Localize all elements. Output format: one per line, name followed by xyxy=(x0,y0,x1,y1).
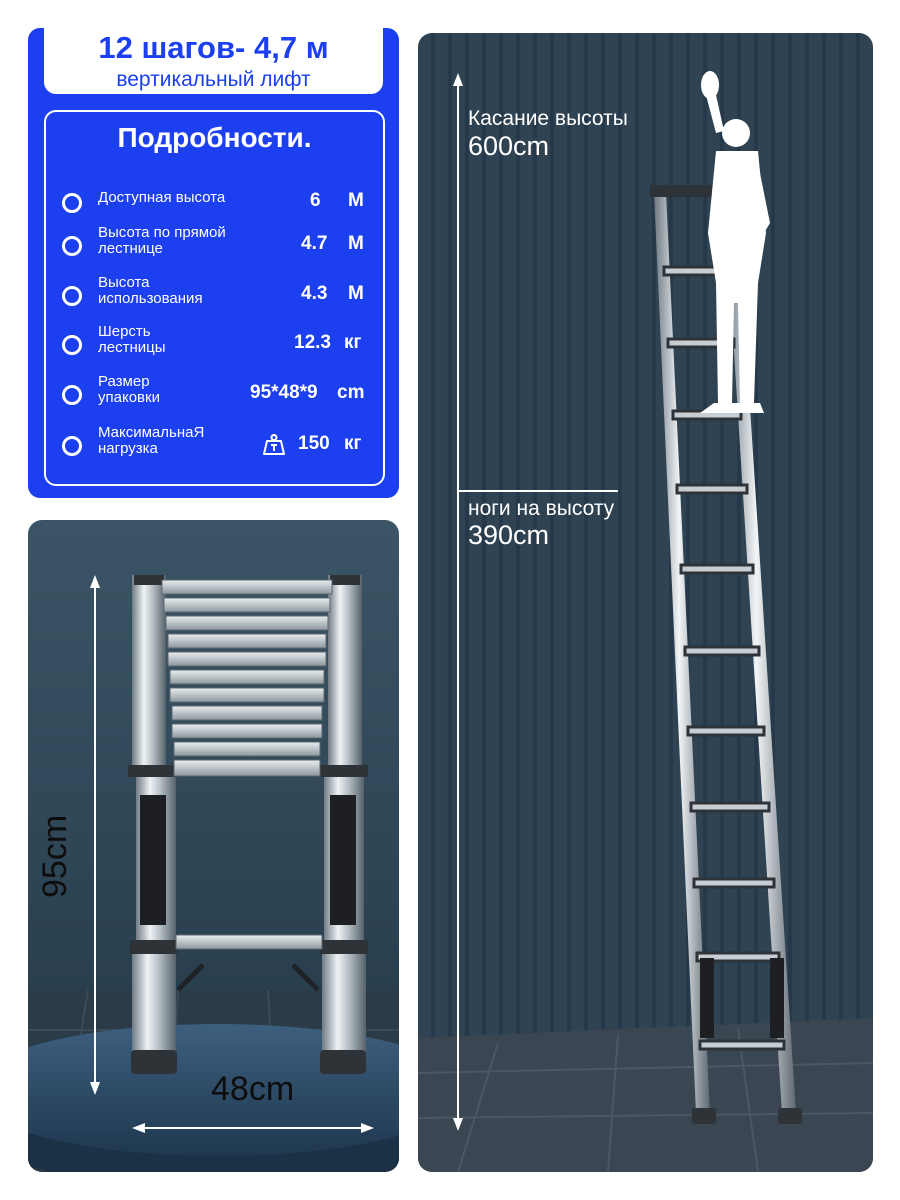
spec-card: 12 шагов- 4,7 м вертикальный лифт Подроб… xyxy=(28,28,399,498)
detail-label: Высота использования xyxy=(98,274,203,307)
detail-label: Размер упаковки xyxy=(98,373,160,406)
detail-row-use-height: Высота использования 4.3 М xyxy=(46,275,383,315)
detail-value: 4.7 xyxy=(301,233,328,254)
detail-label: МаксимальнаЯ нагрузка xyxy=(98,424,205,457)
foot-height-value: 390cm xyxy=(468,520,550,550)
width-dimension-label: 48cm xyxy=(211,1070,295,1108)
touch-height-label: Касание высоты xyxy=(468,107,628,130)
detail-value: 150 xyxy=(298,433,330,454)
folded-ladder-illustration xyxy=(28,575,399,1172)
detail-row-package-size: Размер упаковки 95*48*9 cm xyxy=(46,374,383,414)
details-heading: Подробности. xyxy=(117,122,312,153)
detail-row-max-load: МаксимальнаЯ нагрузка 150 кг xyxy=(46,425,383,465)
detail-label: Доступная высота xyxy=(98,189,226,206)
detail-unit: М xyxy=(348,233,364,254)
detail-row-reach-height: Доступная высота 6 М xyxy=(46,182,383,222)
detail-unit: cm xyxy=(337,382,365,403)
circle-bullet-icon xyxy=(62,286,82,306)
details-box: Подробности. Доступная высота 6 М Высота… xyxy=(44,110,385,486)
detail-unit: М xyxy=(348,283,364,304)
detail-value: 4.3 xyxy=(301,283,328,304)
product-photo-panel: 95cm 48cm xyxy=(28,520,399,1172)
circle-bullet-icon xyxy=(62,335,82,355)
detail-label: Шерсть лестницы xyxy=(98,323,166,356)
circle-bullet-icon xyxy=(62,236,82,256)
detail-unit: кг xyxy=(344,332,362,353)
detail-value: 6 xyxy=(310,190,321,211)
person-silhouette xyxy=(700,71,770,413)
foot-height-label: ноги на высоту xyxy=(468,497,615,520)
detail-unit: кг xyxy=(344,433,362,454)
title-banner: 12 шагов- 4,7 м вертикальный лифт xyxy=(44,28,383,94)
detail-row-straight-height: Высота по прямой лестнице 4.7 М xyxy=(46,225,383,265)
detail-label: Высота по прямой лестнице xyxy=(98,224,226,257)
circle-bullet-icon xyxy=(62,385,82,405)
detail-row-weight: Шерсть лестницы 12.3 кг xyxy=(46,324,383,364)
detail-value: 95*48*9 xyxy=(250,382,318,403)
height-dimension-label: 95cm xyxy=(36,814,74,898)
weight-icon xyxy=(263,434,285,455)
extended-ladder-illustration xyxy=(418,71,873,1172)
circle-bullet-icon xyxy=(62,193,82,213)
product-subtitle: вертикальный лифт xyxy=(116,68,311,91)
detail-unit: М xyxy=(348,190,364,211)
usage-scene-panel: Касание высоты 600cm ноги на высоту 390c… xyxy=(418,33,873,1172)
product-title: 12 шагов- 4,7 м xyxy=(98,30,329,65)
detail-value: 12.3 xyxy=(294,332,331,353)
touch-height-value: 600cm xyxy=(468,131,550,161)
circle-bullet-icon xyxy=(62,436,82,456)
